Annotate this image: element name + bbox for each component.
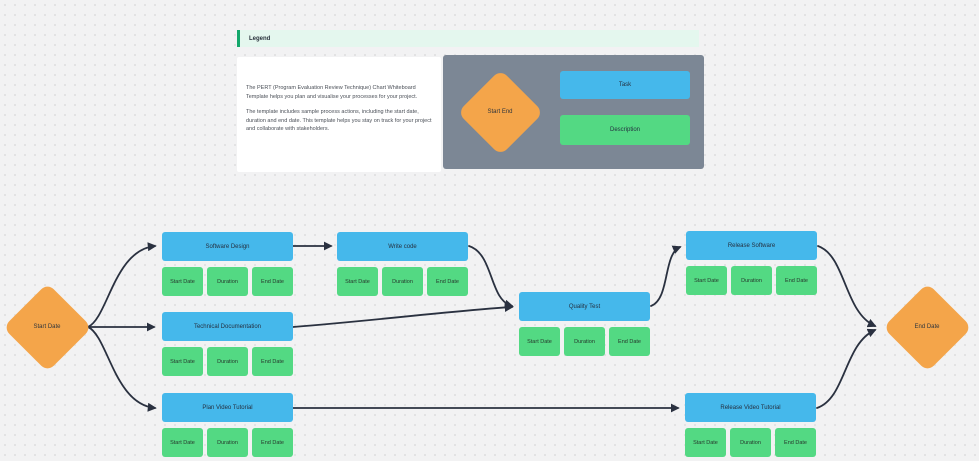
detail-row: Start Date Duration End Date bbox=[162, 267, 293, 296]
legend-description-card[interactable]: The PERT (Program Evaluation Review Tech… bbox=[237, 57, 441, 172]
detail-box-end-date[interactable]: End Date bbox=[252, 428, 293, 457]
task-label: Quality Test bbox=[568, 303, 601, 310]
task-box[interactable]: Write code bbox=[337, 232, 468, 261]
start-date-label: Start Date bbox=[33, 324, 61, 330]
task-label: Release Video Tutorial bbox=[720, 404, 781, 411]
detail-label: End Date bbox=[261, 439, 284, 446]
connector-start-to-plan-video-tutorial bbox=[87, 326, 157, 412]
detail-box-duration[interactable]: Duration bbox=[207, 267, 248, 296]
legend-description-paragraph-2: The template includes sample process act… bbox=[246, 109, 432, 133]
legend-example-description-label: Description bbox=[609, 127, 640, 133]
detail-box-duration[interactable]: Duration bbox=[207, 428, 248, 457]
detail-label: End Date bbox=[436, 278, 459, 285]
task-label: Software Design bbox=[205, 243, 250, 250]
task-box[interactable]: Release Software bbox=[686, 231, 817, 260]
detail-row: Start Date Duration End Date bbox=[337, 267, 468, 296]
detail-box-end-date[interactable]: End Date bbox=[427, 267, 468, 296]
connector-release-video-to-end bbox=[816, 328, 877, 409]
connector-technical-documentation-to-quality-test bbox=[292, 302, 514, 328]
end-date-diamond[interactable]: End Date bbox=[882, 282, 972, 372]
detail-label: End Date bbox=[784, 439, 807, 446]
legend-example-description-box[interactable]: Description bbox=[560, 115, 690, 145]
detail-label: End Date bbox=[785, 277, 808, 284]
task-node-quality-test[interactable]: Quality Test Start Date Duration End Dat… bbox=[519, 292, 650, 356]
start-date-diamond[interactable]: Start Date bbox=[2, 282, 92, 372]
detail-box-end-date[interactable]: End Date bbox=[252, 267, 293, 296]
detail-label: Start Date bbox=[170, 439, 195, 446]
detail-label: Start Date bbox=[170, 278, 195, 285]
detail-box-end-date[interactable]: End Date bbox=[252, 347, 293, 376]
detail-label: Duration bbox=[741, 277, 762, 284]
detail-box-duration[interactable]: Duration bbox=[382, 267, 423, 296]
detail-label: Start Date bbox=[345, 278, 370, 285]
detail-label: End Date bbox=[261, 358, 284, 365]
connector-release-software-to-end bbox=[817, 245, 877, 328]
connector-write-code-to-quality-test bbox=[468, 245, 514, 309]
detail-label: Duration bbox=[217, 358, 238, 365]
detail-box-duration[interactable]: Duration bbox=[730, 428, 771, 457]
legend-title: Legend bbox=[249, 35, 271, 42]
legend-header-bar[interactable]: Legend bbox=[237, 30, 699, 47]
detail-box-duration[interactable]: Duration bbox=[731, 266, 772, 295]
detail-box-start-date[interactable]: Start Date bbox=[162, 267, 203, 296]
task-box[interactable]: Plan Video Tutorial bbox=[162, 393, 293, 422]
legend-example-diamond-label: Start End bbox=[487, 109, 513, 115]
detail-label: Duration bbox=[574, 338, 595, 345]
detail-label: Start Date bbox=[694, 277, 719, 284]
task-label: Plan Video Tutorial bbox=[202, 404, 253, 411]
detail-label: Duration bbox=[217, 439, 238, 446]
detail-label: End Date bbox=[618, 338, 641, 345]
detail-box-duration[interactable]: Duration bbox=[207, 347, 248, 376]
detail-box-start-date[interactable]: Start Date bbox=[162, 347, 203, 376]
task-box[interactable]: Technical Documentation bbox=[162, 312, 293, 341]
detail-box-duration[interactable]: Duration bbox=[564, 327, 605, 356]
connector-quality-test-to-release-software bbox=[650, 245, 682, 307]
task-node-release-video-tutorial[interactable]: Release Video Tutorial Start Date Durati… bbox=[685, 393, 816, 457]
detail-box-end-date[interactable]: End Date bbox=[776, 266, 817, 295]
task-box[interactable]: Software Design bbox=[162, 232, 293, 261]
detail-box-start-date[interactable]: Start Date bbox=[686, 266, 727, 295]
task-box[interactable]: Quality Test bbox=[519, 292, 650, 321]
task-node-release-software[interactable]: Release Software Start Date Duration End… bbox=[686, 231, 817, 295]
detail-box-start-date[interactable]: Start Date bbox=[162, 428, 203, 457]
detail-box-start-date[interactable]: Start Date bbox=[685, 428, 726, 457]
detail-box-end-date[interactable]: End Date bbox=[609, 327, 650, 356]
detail-label: Duration bbox=[392, 278, 413, 285]
legend-example-diamond[interactable]: Start End bbox=[456, 68, 544, 156]
detail-label: Duration bbox=[217, 278, 238, 285]
detail-row: Start Date Duration End Date bbox=[686, 266, 817, 295]
end-date-label: End Date bbox=[914, 324, 940, 330]
detail-label: Start Date bbox=[693, 439, 718, 446]
task-label: Release Software bbox=[727, 242, 776, 249]
detail-row: Start Date Duration End Date bbox=[685, 428, 816, 457]
detail-box-start-date[interactable]: Start Date bbox=[337, 267, 378, 296]
task-node-software-design[interactable]: Software Design Start Date Duration End … bbox=[162, 232, 293, 296]
task-label: Technical Documentation bbox=[193, 323, 262, 330]
detail-row: Start Date Duration End Date bbox=[519, 327, 650, 356]
task-box[interactable]: Release Video Tutorial bbox=[685, 393, 816, 422]
detail-label: Duration bbox=[740, 439, 761, 446]
connector-start-to-software-design bbox=[87, 242, 157, 328]
detail-row: Start Date Duration End Date bbox=[162, 347, 293, 376]
task-node-technical-documentation[interactable]: Technical Documentation Start Date Durat… bbox=[162, 312, 293, 376]
detail-box-end-date[interactable]: End Date bbox=[775, 428, 816, 457]
task-label: Write code bbox=[388, 243, 417, 250]
detail-row: Start Date Duration End Date bbox=[162, 428, 293, 457]
task-node-plan-video-tutorial[interactable]: Plan Video Tutorial Start Date Duration … bbox=[162, 393, 293, 457]
legend-example-task-label: Task bbox=[618, 82, 632, 88]
detail-label: End Date bbox=[261, 278, 284, 285]
detail-label: Start Date bbox=[170, 358, 195, 365]
legend-description-paragraph-1: The PERT (Program Evaluation Review Tech… bbox=[246, 85, 418, 100]
detail-label: Start Date bbox=[527, 338, 552, 345]
legend-example-task-box[interactable]: Task bbox=[560, 71, 690, 99]
detail-box-start-date[interactable]: Start Date bbox=[519, 327, 560, 356]
legend-example-card[interactable]: Start End Task Description bbox=[443, 55, 704, 169]
task-node-write-code[interactable]: Write code Start Date Duration End Date bbox=[337, 232, 468, 296]
